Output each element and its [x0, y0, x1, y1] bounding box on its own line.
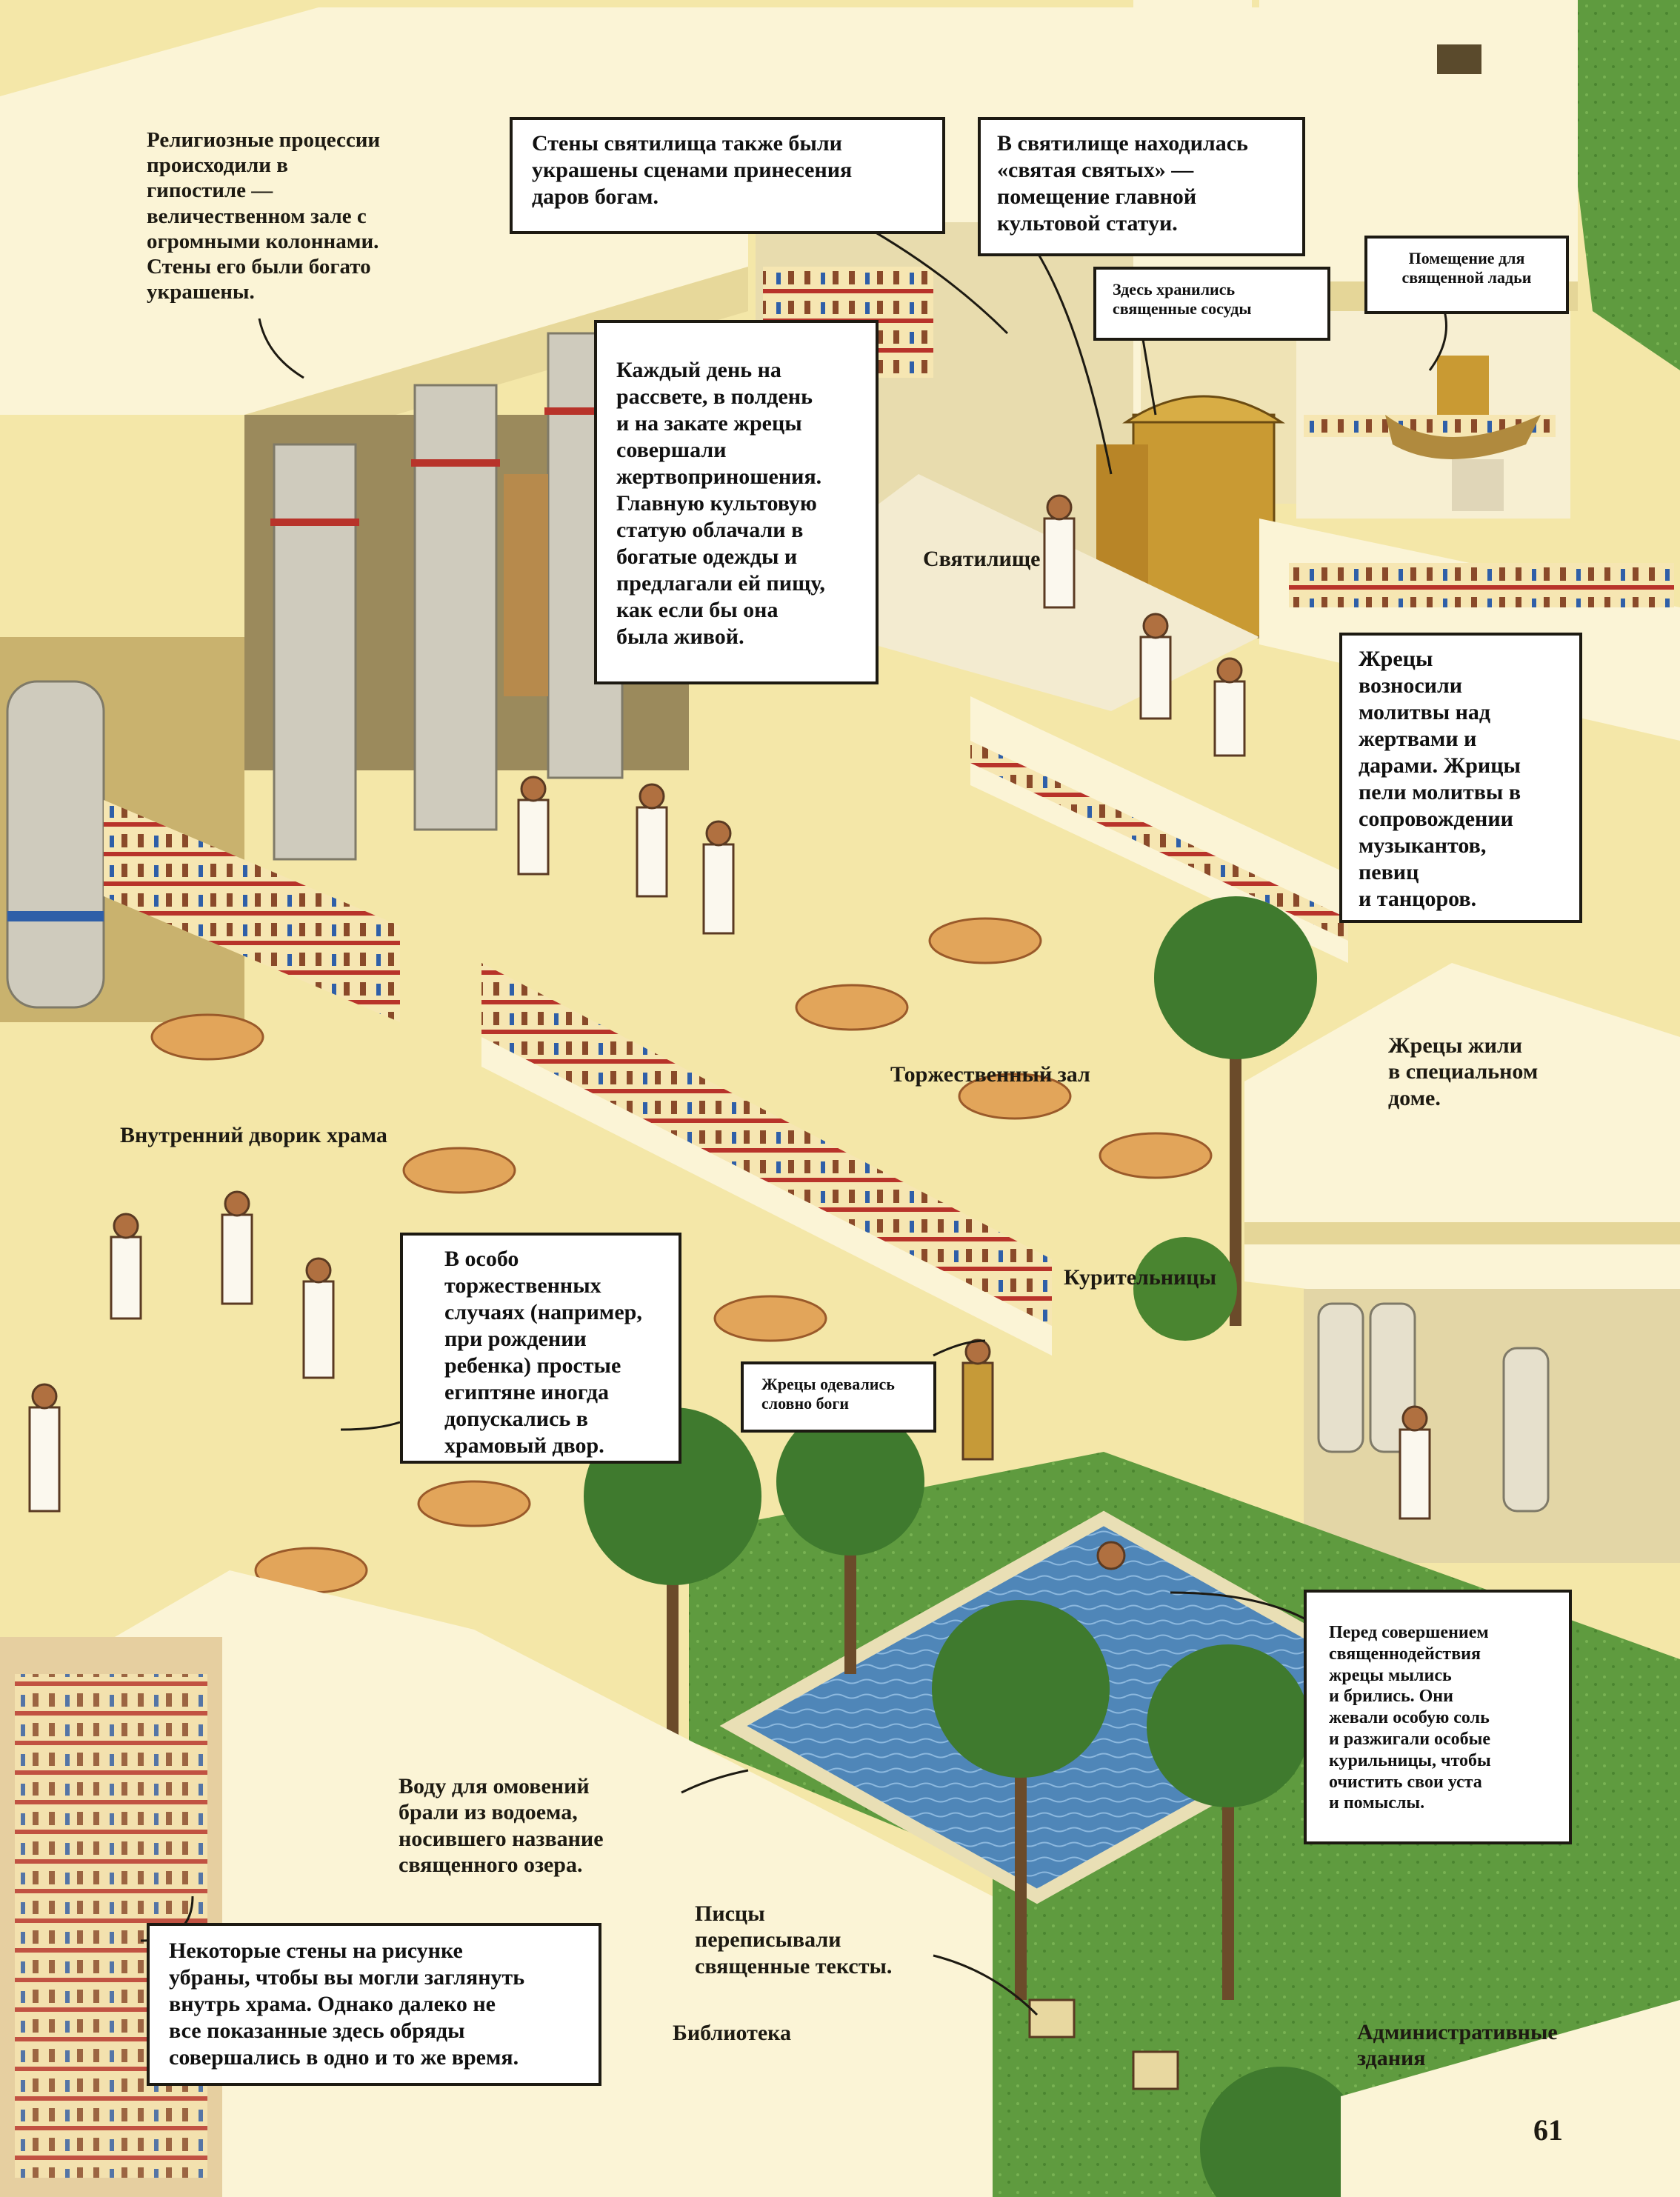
- palm-trees: [584, 896, 1363, 2197]
- callout-gods-dress: Жрецы одевались словно боги: [741, 1361, 936, 1433]
- hypostyle-columns: [6, 332, 626, 1009]
- callout-washing: Перед совершением священнодействия жрецы…: [1304, 1590, 1572, 1844]
- label-library: Библиотека: [673, 2021, 791, 2045]
- callout-daily-offerings: Каждый день на рассвете, в полдень и на …: [594, 320, 879, 684]
- callout-sacred-vessels: Здесь хранились священные сосуды: [1093, 267, 1330, 341]
- callout-priest-house: Жрецы жили в специальном доме.: [1388, 1033, 1539, 1110]
- label-incense: Курительницы: [1064, 1265, 1217, 1290]
- callout-hypostyle: Религиозные процессии происходили в гипо…: [147, 128, 381, 304]
- callout-sacred-boat: Помещение для священной ладьи: [1364, 236, 1569, 314]
- column-bases: [150, 917, 1213, 1594]
- label-hall: Торжественный зал: [890, 1062, 1090, 1087]
- label-courtyard: Внутренний дворик храма: [120, 1123, 387, 1147]
- label-sanctuary: Святилище: [923, 547, 1041, 571]
- callout-special-occasions: В особо торжественных случаях (например,…: [400, 1233, 681, 1464]
- callout-scribes: Писцы переписывали священные тексты.: [695, 1901, 893, 1978]
- callout-prayers: Жрецы возносили молитвы над жертвами и д…: [1339, 633, 1582, 923]
- callout-walls-removed: Некоторые стены на рисунке убраны, чтобы…: [147, 1923, 601, 2086]
- figures: [28, 494, 1431, 2090]
- callout-sanctuary-walls: Стены святилища также были украшены сцен…: [510, 117, 945, 234]
- label-admin: Административные здания: [1357, 2020, 1558, 2071]
- page-number: 61: [1533, 2113, 1563, 2147]
- callout-lake: Воду для омовений брали из водоема, носи…: [399, 1774, 604, 1878]
- hypostyle-roof: [0, 7, 748, 415]
- callout-holy-of-holies: В святилище находилась «святая святых» —…: [978, 117, 1305, 256]
